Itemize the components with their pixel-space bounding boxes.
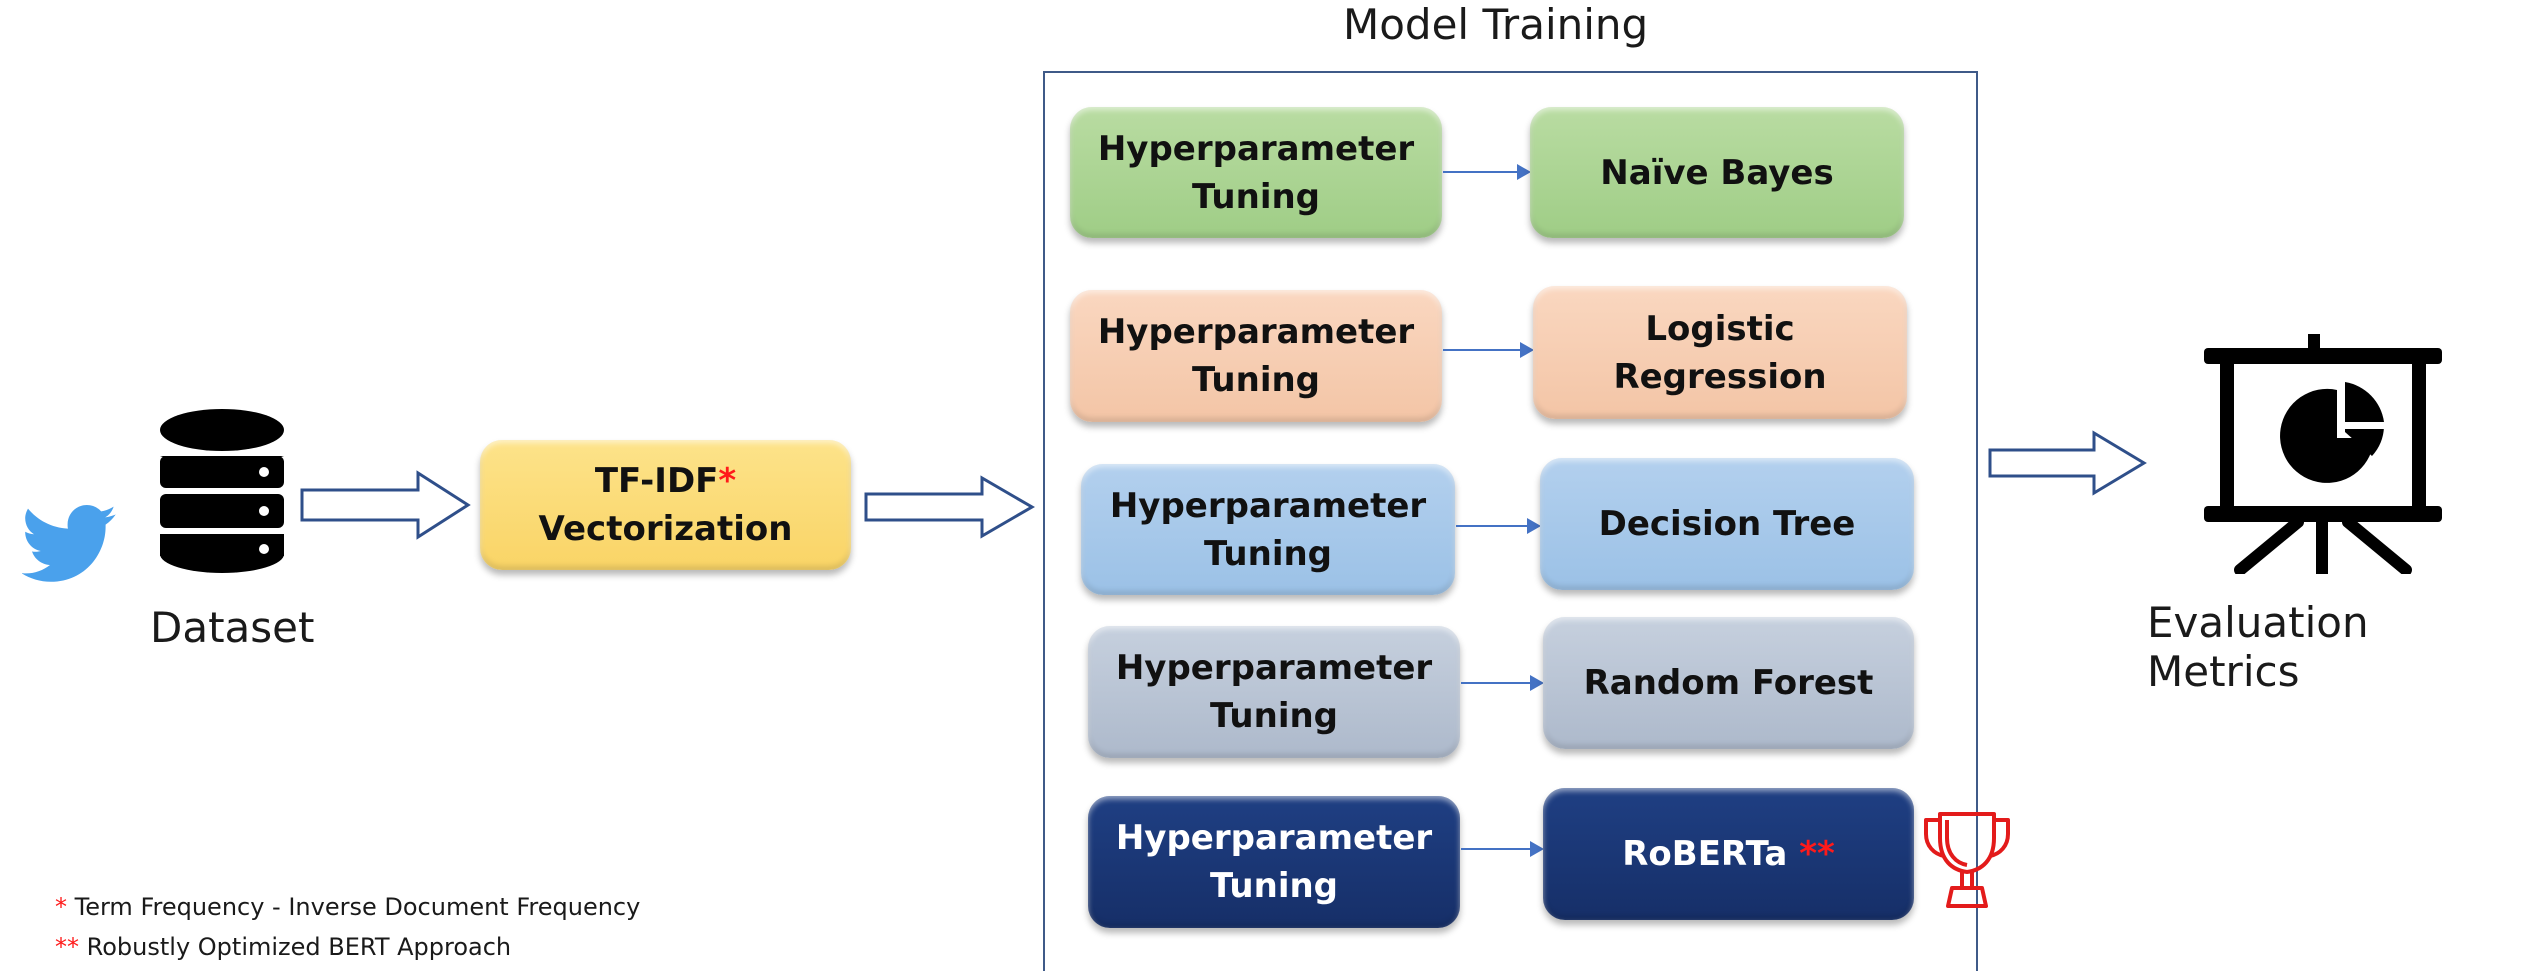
tuning-label-1: Hyperparameter Tuning xyxy=(1097,128,1415,217)
footnote-1: * Term Frequency - Inverse Document Freq… xyxy=(55,893,640,921)
tuning-label-4: Hyperparameter Tuning xyxy=(1115,648,1433,736)
connector-arrow-1 xyxy=(1443,164,1531,180)
database-icon xyxy=(160,409,284,573)
model-label-1: Naïve Bayes xyxy=(1600,152,1834,193)
evaluation-metrics-label: Evaluation Metrics xyxy=(2147,598,2369,696)
tfidf-title: TF-IDF xyxy=(594,461,719,501)
model-training-frame xyxy=(1043,71,1978,971)
hyperparameter-tuning-box-1: Hyperparameter Tuning xyxy=(1070,107,1442,238)
footnote-2: ** Robustly Optimized BERT Approach xyxy=(55,933,511,961)
dataset-label: Dataset xyxy=(150,603,315,652)
hyperparameter-tuning-box-5: Hyperparameter Tuning xyxy=(1088,796,1460,928)
model-box-decision-tree: Decision Tree xyxy=(1540,458,1914,590)
model-box-roberta: RoBERTa ** xyxy=(1543,788,1914,920)
connector-arrow-4 xyxy=(1461,675,1544,691)
footnote-2-text: Robustly Optimized BERT Approach xyxy=(86,933,512,961)
model-label-4: Random Forest xyxy=(1583,663,1874,703)
flow-arrow-icon xyxy=(1988,430,2147,496)
model-box-random-forest: Random Forest xyxy=(1543,617,1914,749)
hyperparameter-tuning-box-2: Hyperparameter Tuning xyxy=(1070,290,1442,422)
tuning-label-5: Hyperparameter Tuning xyxy=(1115,818,1433,906)
model-box-logistic-regression: Logistic Regression xyxy=(1533,286,1907,419)
model-label-2: Logistic Regression xyxy=(1613,308,1827,397)
model-label-3: Decision Tree xyxy=(1598,504,1856,544)
model-training-title: Model Training xyxy=(1343,0,1649,49)
trophy-icon xyxy=(1924,812,2010,908)
twitter-bird-icon xyxy=(22,505,117,582)
presentation-pie-chart-icon xyxy=(2204,334,2442,574)
vectorization-text: Vectorization xyxy=(538,509,793,549)
roberta-footnote-mark: ** xyxy=(1799,834,1835,874)
footnote-1-text: Term Frequency - Inverse Document Freque… xyxy=(74,893,641,921)
flow-arrow-icon xyxy=(864,475,1035,539)
tfidf-footnote-mark: * xyxy=(718,461,737,501)
connector-arrow-5 xyxy=(1461,841,1544,857)
model-label-5: RoBERTa xyxy=(1622,834,1788,874)
tuning-label-3: Hyperparameter Tuning xyxy=(1109,485,1427,574)
model-box-naive-bayes: Naïve Bayes xyxy=(1530,107,1904,238)
tfidf-vectorization-box: TF-IDF* Vectorization xyxy=(480,440,851,570)
tuning-label-2: Hyperparameter Tuning xyxy=(1097,312,1415,400)
flow-arrow-icon xyxy=(300,470,471,540)
hyperparameter-tuning-box-3: Hyperparameter Tuning xyxy=(1081,464,1455,595)
hyperparameter-tuning-box-4: Hyperparameter Tuning xyxy=(1088,626,1460,758)
connector-arrow-2 xyxy=(1443,342,1534,358)
connector-arrow-3 xyxy=(1456,518,1541,534)
footnote-2-mark: ** xyxy=(55,933,79,961)
footnote-1-mark: * xyxy=(55,893,67,921)
